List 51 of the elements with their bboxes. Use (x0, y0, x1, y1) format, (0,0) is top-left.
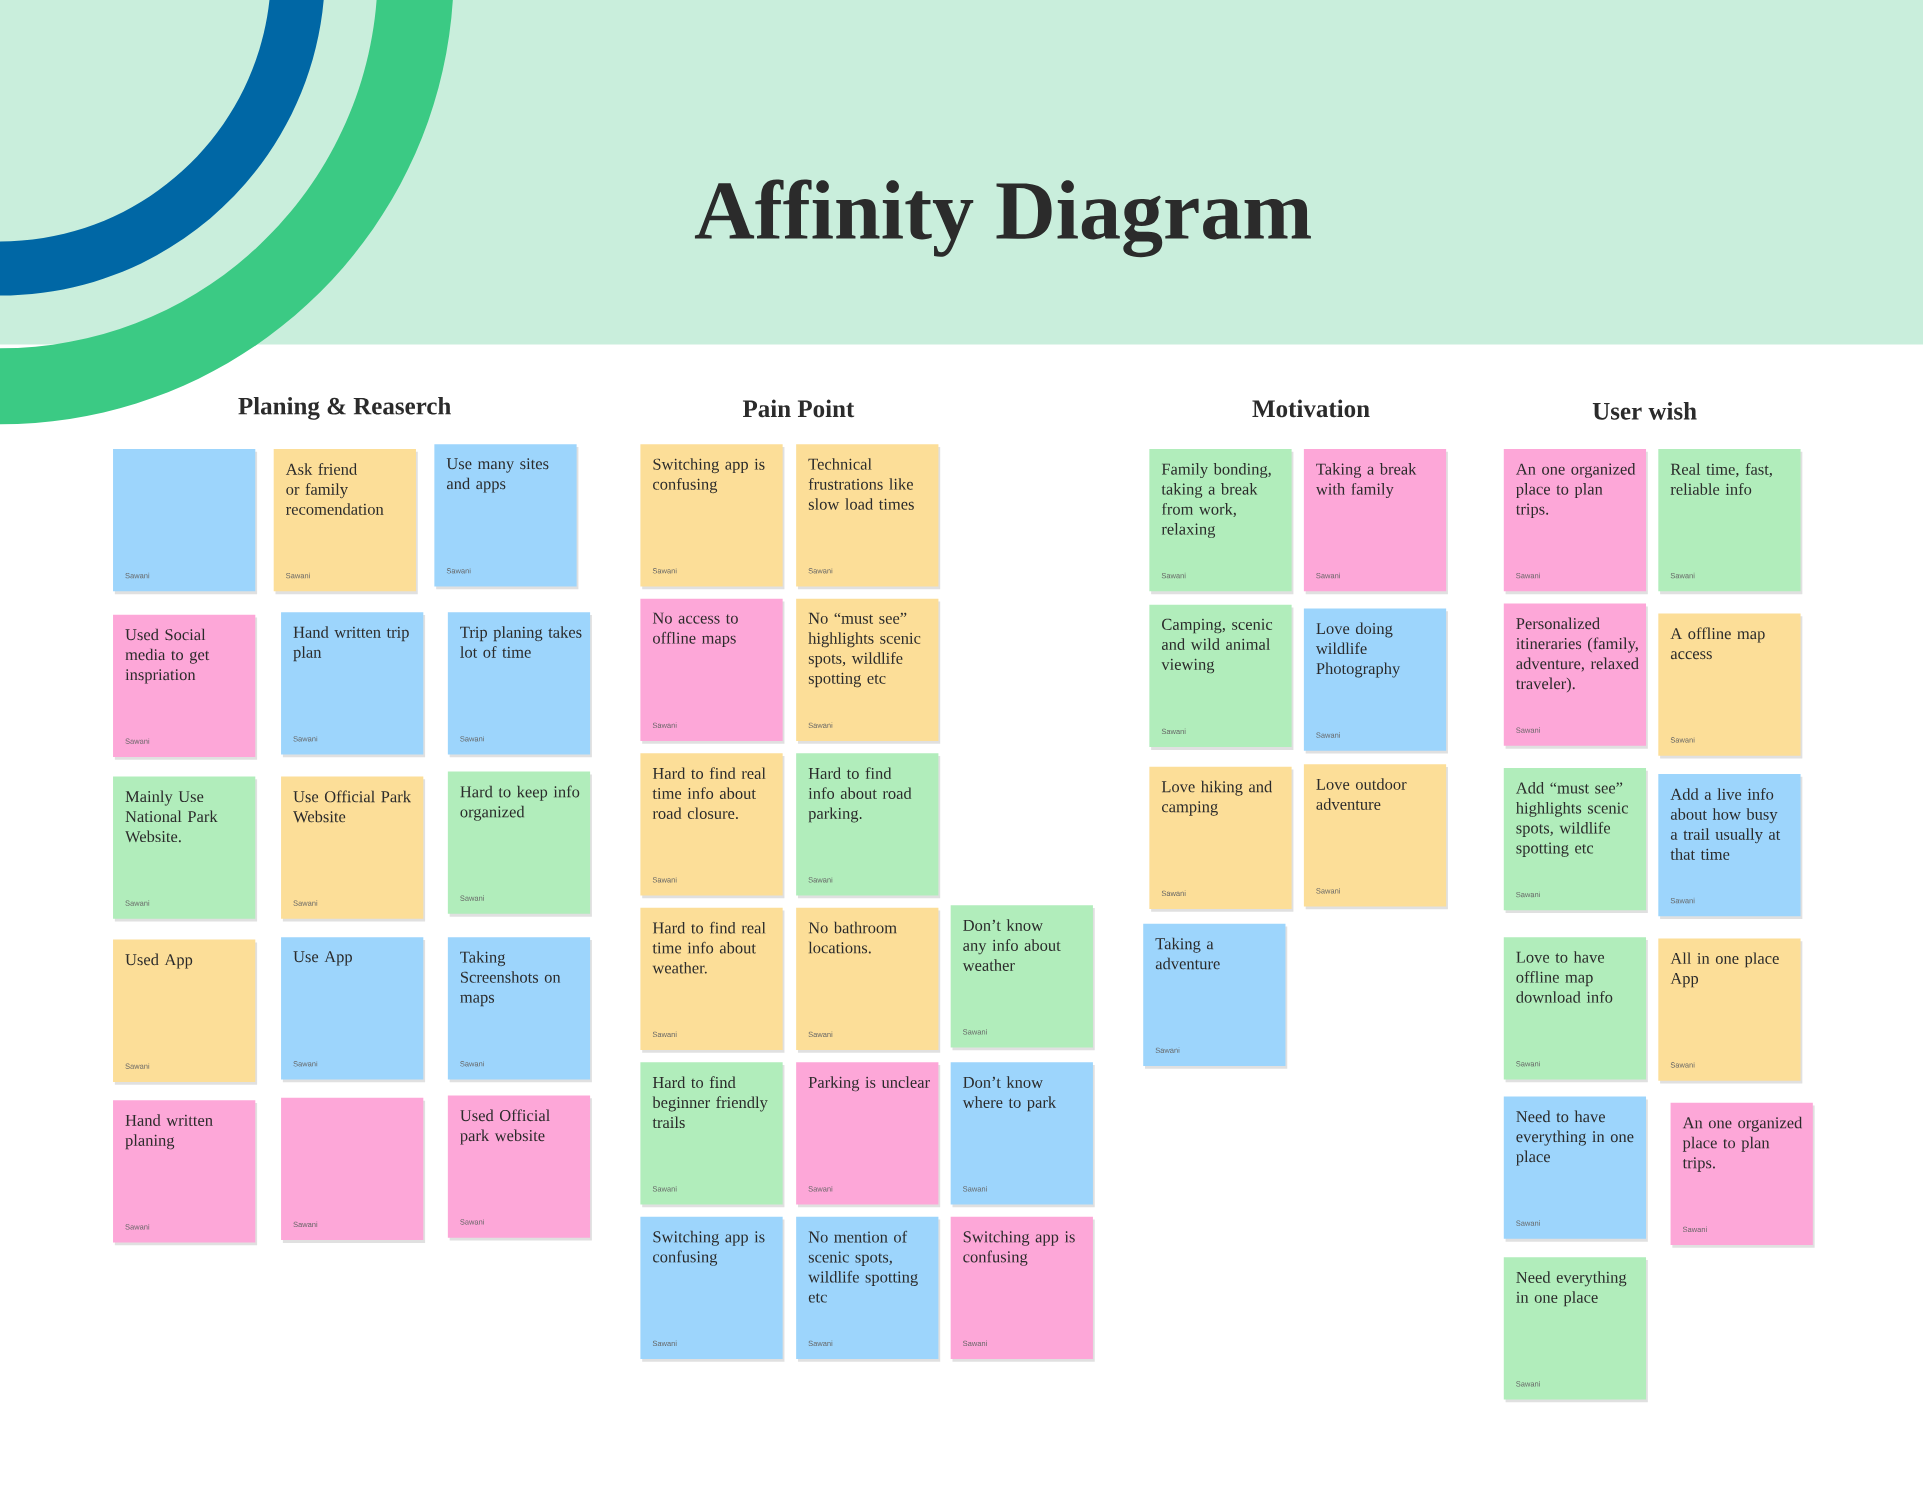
note-text: Taking Screenshots on maps (460, 951, 561, 1007)
note-text: No “must see” highlights scenic spots, wildlife spotting etc (808, 612, 921, 688)
note-text: Need to have everything in one place (1516, 1110, 1634, 1166)
note-text: Love to have offline map download info (1516, 951, 1613, 1003)
note-text: Technical frustrations like slow load times (808, 458, 914, 510)
note-text: Need everything in one place (1516, 1271, 1627, 1307)
note-text: Love hiking and camping (1161, 780, 1273, 816)
note-text: Add “must see” highlights scenic spots, wildlife spotting etc (1515, 781, 1628, 857)
note-text: Hard to find real time info about road closure. (652, 767, 766, 820)
column-heading: Planing & Reaserch (238, 396, 451, 420)
column-heading: Pain Point (742, 399, 855, 418)
note-text: A offline map access (1670, 627, 1765, 660)
note-text: Hand written planing (125, 1114, 213, 1150)
note-text: Taking a adventure (1155, 937, 1220, 970)
note-text: No access to offline maps (652, 612, 738, 647)
note-text: Personalized itineraries (family, adventure, relaxed traveler). (1515, 617, 1639, 693)
note-text: No mention of scenic spots, wildlife spotting etc (808, 1230, 918, 1303)
note-text: Parking is unclear (808, 1076, 930, 1092)
note-text: Real time, fast, reliable info (1670, 463, 1772, 495)
note-text: Don’t know any info about weather (962, 919, 1061, 971)
note-text: An one organized place to plan trips. (1682, 1116, 1803, 1172)
note-text: Family bonding, taking a break from work, relaxing (1161, 463, 1271, 539)
note-text: Switching app is confusing (653, 458, 765, 494)
note-text: Taking a break with family (1315, 463, 1417, 499)
note-text: Use Official Park Website (293, 790, 411, 823)
note-text: Used Official park website (460, 1109, 550, 1145)
column-heading: User wish (1592, 402, 1697, 420)
note-text: Camping, scenic and wild animal viewing (1161, 618, 1273, 674)
note-text: Hard to find beginner friendly trails (652, 1076, 768, 1129)
column-heading: Motivation (1252, 399, 1370, 418)
note-text: Used App (125, 953, 193, 969)
title: Affinity Diagram (694, 179, 1311, 258)
note-text: Love doing wildlife Photography (1315, 622, 1401, 678)
note-text: Hard to keep info organized (460, 785, 580, 821)
note-text: Mainly Use National Park Website. (125, 790, 218, 843)
note-text: An one organized place to plan trips. (1515, 463, 1636, 518)
note-text: Switching app is confusing (653, 1230, 765, 1266)
note-text: Add a live info about how busy a trail usually at that time (1670, 788, 1781, 860)
note-text: Hard to find real time info about weather. (652, 921, 766, 974)
note-text: Ask friend or family recomendation (285, 463, 384, 515)
note-text: Trip planing takes lot of time (460, 626, 582, 658)
note-text: Hand written trip plan (293, 626, 409, 662)
note-text: Switching app is confusing (963, 1230, 1075, 1266)
note-text: Love outdoor adventure (1316, 778, 1407, 810)
note-text: Use many sites and apps (446, 458, 549, 493)
note-text: Don’t know where to park (962, 1076, 1057, 1112)
note-text: No bathroom locations. (808, 921, 897, 954)
note-text: All in one place App (1670, 952, 1779, 988)
note-text: Use App (293, 951, 352, 966)
note-text: Used Social media to get inspriation (125, 628, 210, 684)
note-text: Hard to find info about road parking. (808, 767, 912, 823)
